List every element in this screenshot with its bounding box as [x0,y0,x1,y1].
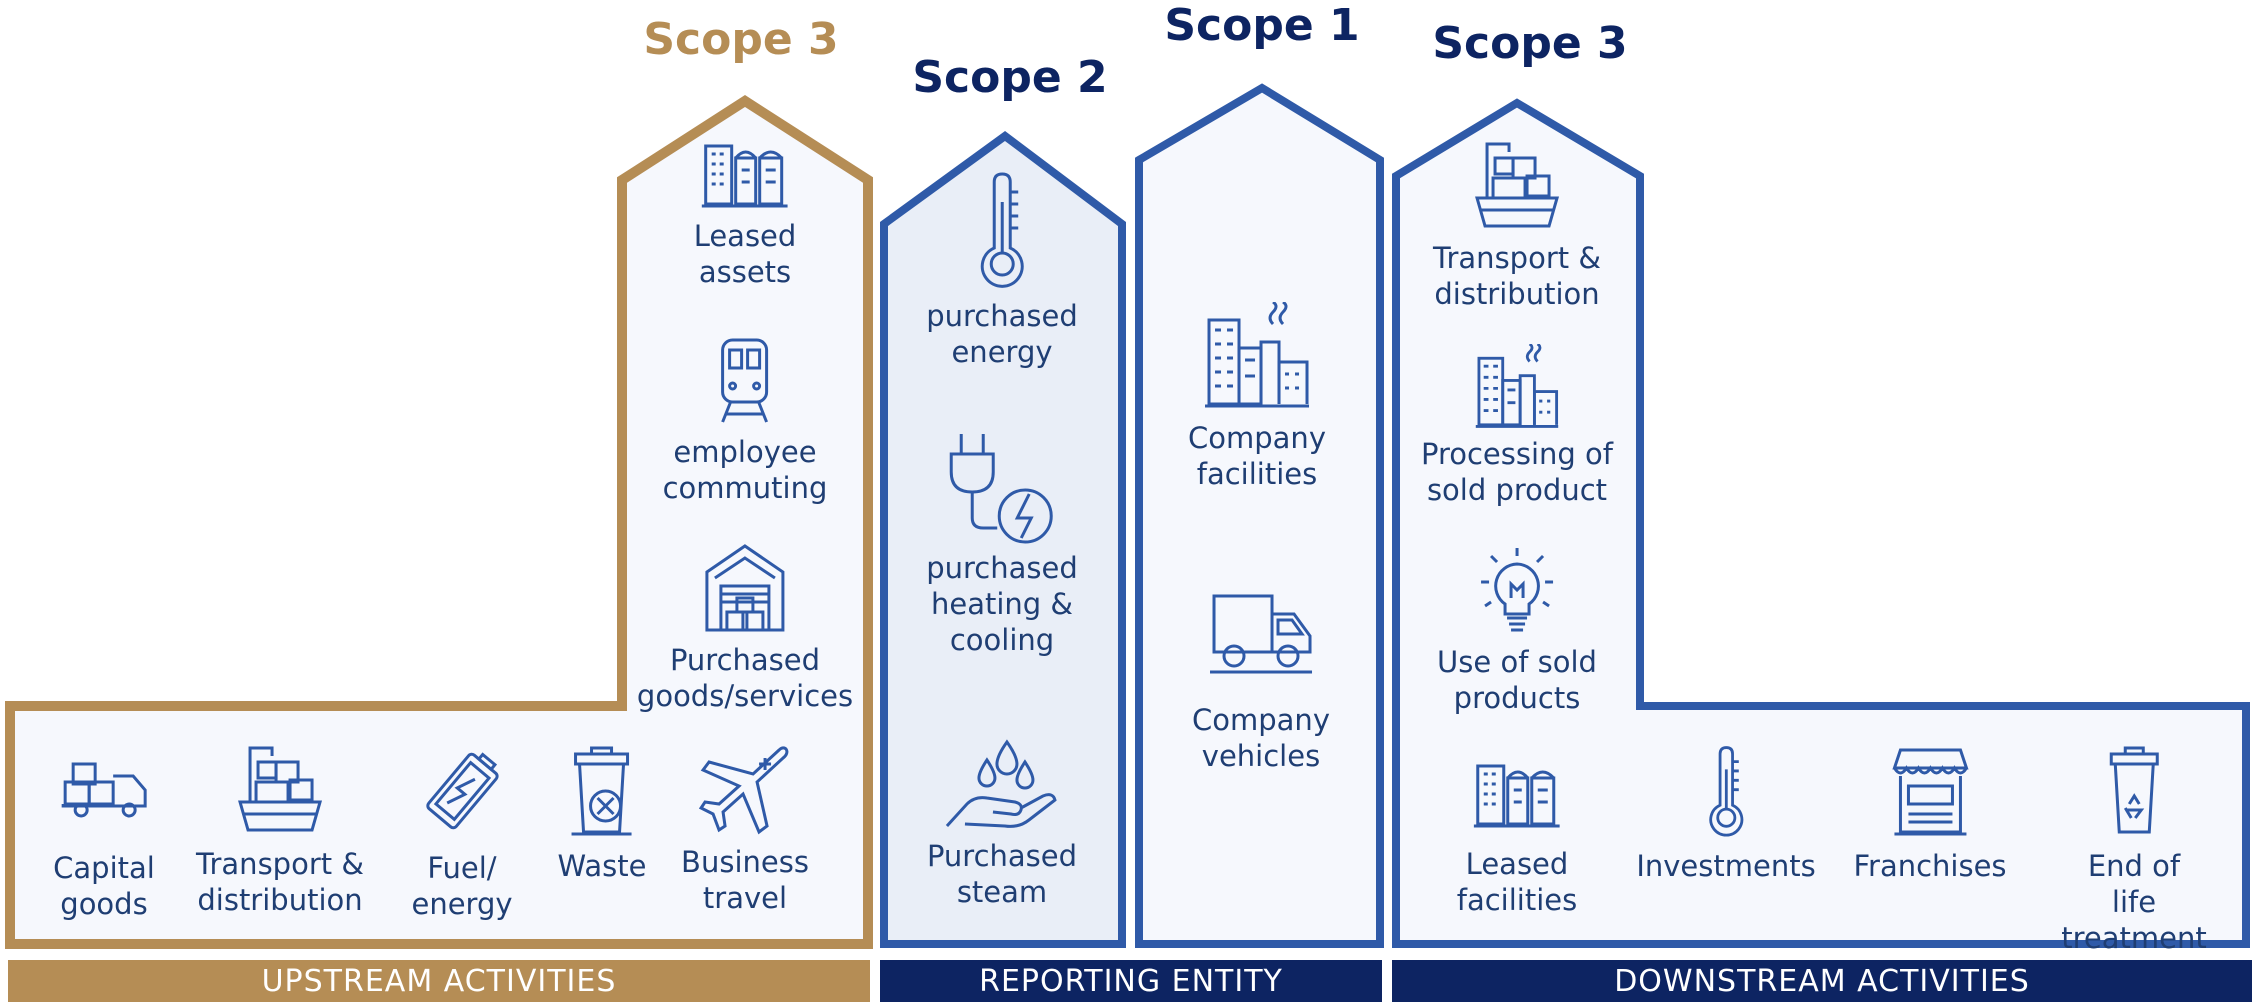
label-end-of-life: End of life treatment [2061,849,2207,955]
label-business-travel: Business travel [681,845,809,915]
label-ds-transport: Transport & distribution [1433,241,1601,311]
item-fuel-energy: Fuel/ energy [411,746,513,922]
scope2-outline [880,131,1126,948]
label-purchased-energy: purchased energy [926,299,1078,369]
label-employee-commuting: employee commuting [662,435,828,505]
item-purchased-energy: purchased energy [926,172,1078,370]
item-employee-commuting: employee commuting [662,336,828,506]
upstream-scope3-title: Scope 3 [643,14,839,65]
upstream-activities-bar: UPSTREAM ACTIVITIES [8,960,870,1002]
item-company-vehicles: Company vehicles [1192,592,1330,774]
label-leased-assets: Leased assets [693,219,797,289]
label-capital-goods: Capital goods [53,851,155,921]
item-ds-transport: Transport & distribution [1433,138,1601,312]
item-processing: Processing of sold product [1421,344,1613,508]
item-company-facilities: Company facilities [1188,302,1326,492]
label-processing: Processing of sold product [1420,437,1614,507]
thermometer-icon [1709,746,1743,837]
scope1-title: Scope 1 [1164,0,1360,51]
item-waste: Waste [557,746,647,884]
downstream-outline [1392,98,2250,948]
thermometer-icon [980,172,1024,288]
office-buildings-icon [1473,764,1560,828]
cargo-ship-icon [238,746,322,832]
item-end-of-life: End of life treatment [2061,746,2207,956]
item-investments: Investments [1636,746,1816,884]
item-leased-assets: Leased assets [693,138,797,290]
scope2-title: Scope 2 [912,52,1108,103]
upstream-outline [5,95,873,949]
plug-lightning-icon [949,434,1053,544]
factory-icon [1205,302,1309,408]
label-transport-upstream: Transport & distribution [196,847,364,917]
label-leased-facilities: Leased facilities [1456,847,1578,917]
downstream-scope3-title: Scope 3 [1432,18,1628,69]
train-icon [721,338,769,423]
label-purchased-heating: purchased heating & cooling [926,551,1078,657]
item-purchased-steam: Purchased steam [927,738,1077,910]
light-bulb-icon [1480,548,1553,632]
cargo-ship-icon [1475,142,1559,228]
airplane-icon [698,746,789,835]
item-business-travel: Business travel [681,742,809,916]
delivery-truck-icon [61,762,147,818]
trash-bin-icon [571,746,632,836]
label-investments: Investments [1636,849,1816,883]
label-company-vehicles: Company vehicles [1192,703,1330,773]
recycle-bin-icon [2109,746,2159,834]
item-use-of-products: Use of sold products [1437,544,1597,716]
item-transport-upstream: Transport & distribution [196,742,364,918]
item-leased-facilities: Leased facilities [1457,758,1577,918]
hand-water-drops-icon [945,739,1057,828]
warehouse-icon [705,544,785,632]
scope1-outline [1135,83,1384,948]
label-franchises: Franchises [1853,849,2007,883]
label-fuel-energy: Fuel/ energy [411,851,513,921]
item-franchises: Franchises [1853,746,2007,884]
label-purchased-goods: Purchased goods/services [636,643,854,713]
item-purchased-heating: purchased heating & cooling [926,432,1078,658]
label-waste: Waste [557,849,647,883]
label-use-of-products: Use of sold products [1437,645,1597,715]
battery-icon [425,752,499,830]
reporting-entity-bar: REPORTING ENTITY [880,960,1382,1002]
storefront-icon [1892,748,1968,836]
item-capital-goods: Capital goods [53,756,155,922]
label-company-facilities: Company facilities [1188,421,1326,491]
truck-icon [1210,594,1312,674]
office-buildings-icon [702,144,788,208]
label-purchased-steam: Purchased steam [926,839,1078,909]
factory-icon [1475,344,1559,428]
item-purchased-goods: Purchased goods/services [637,542,853,714]
downstream-activities-bar: DOWNSTREAM ACTIVITIES [1392,960,2252,1002]
